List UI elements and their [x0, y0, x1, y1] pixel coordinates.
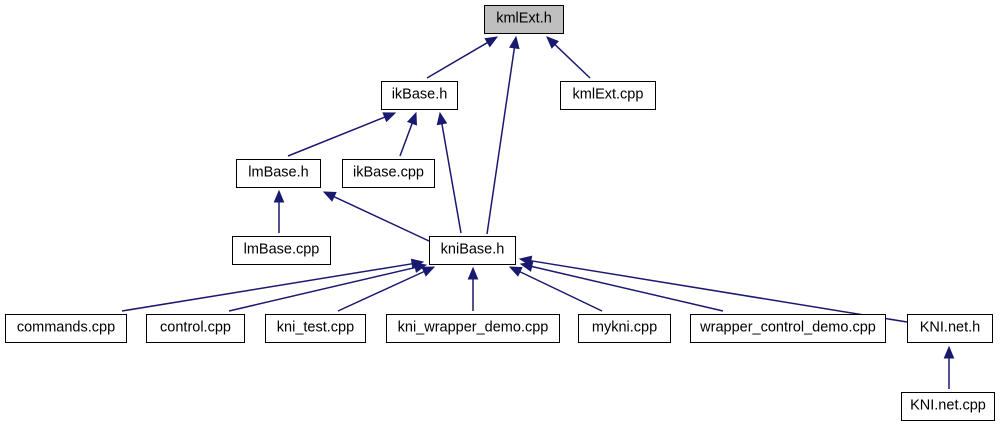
node-label: lmBase.cpp: [243, 241, 320, 258]
node-kniBase_h[interactable]: kniBase.h: [429, 236, 516, 265]
edge-ikBase_cpp-to-ikBase_h: [399, 111, 418, 157]
edge-kniBase_h-to-kmlExt_h: [486, 35, 520, 235]
node-mykni_cpp[interactable]: mykni.cpp: [578, 314, 671, 343]
node-label: control.cpp: [160, 319, 231, 336]
node-label: KNI.net.cpp: [910, 397, 986, 414]
node-label: ikBase.h: [391, 86, 448, 103]
node-kni_wrapper_demo_cpp[interactable]: kni_wrapper_demo.cpp: [386, 314, 560, 343]
node-label: commands.cpp: [16, 319, 116, 336]
node-label: kni_test.cpp: [276, 319, 355, 336]
node-KNI_net_h[interactable]: KNI.net.h: [907, 314, 993, 343]
node-label: KNI.net.h: [919, 319, 981, 336]
node-lmBase_h[interactable]: lmBase.h: [236, 159, 321, 188]
node-label: kmlExt.h: [496, 10, 552, 27]
edge-KNI_net_h-to-kniBase_h: [518, 255, 908, 323]
node-label: ikBase.cpp: [353, 164, 424, 181]
edge-wrapper_control_demo_cpp-to-kniBase_h: [519, 261, 724, 312]
node-kmlExt_h[interactable]: kmlExt.h: [484, 5, 564, 34]
node-label: lmBase.h: [248, 164, 309, 181]
node-kmlExt_cpp[interactable]: kmlExt.cpp: [560, 81, 656, 110]
node-KNI_net_cpp[interactable]: KNI.net.cpp: [901, 392, 995, 421]
node-label: kmlExt.cpp: [572, 86, 644, 103]
node-lmBase_cpp[interactable]: lmBase.cpp: [232, 236, 331, 265]
edge-kni_wrapper_demo_cpp-to-kniBase_h: [467, 266, 479, 311]
node-label: mykni.cpp: [591, 319, 658, 336]
edge-commands_cpp-to-kniBase_h: [121, 258, 425, 312]
node-ikBase_cpp[interactable]: ikBase.cpp: [342, 159, 435, 188]
edge-lmBase_h-to-ikBase_h: [287, 112, 397, 157]
node-ikBase_h[interactable]: ikBase.h: [381, 81, 458, 110]
node-label: kni_wrapper_demo.cpp: [397, 319, 549, 336]
node-label: kniBase.h: [440, 241, 505, 258]
edge-kni_test_cpp-to-kniBase_h: [337, 266, 436, 312]
edge-kniBase_h-to-ikBase_h: [436, 111, 462, 234]
node-wrapper_control_demo_cpp[interactable]: wrapper_control_demo.cpp: [690, 314, 886, 343]
node-kni_test_cpp[interactable]: kni_test.cpp: [265, 314, 366, 343]
edge-KNI_net_cpp-to-KNI_net_h: [943, 345, 955, 389]
edge-mykni_cpp-to-kniBase_h: [508, 266, 603, 312]
edge-kniBase_h-to-lmBase_h: [322, 191, 430, 242]
edge-kmlExt_cpp-to-kmlExt_h: [546, 36, 591, 79]
node-commands_cpp[interactable]: commands.cpp: [5, 314, 127, 343]
edge-ikBase_h-to-kmlExt_h: [426, 36, 499, 79]
node-label: wrapper_control_demo.cpp: [700, 319, 876, 336]
edge-lmBase_cpp-to-lmBase_h: [273, 189, 285, 233]
node-control_cpp[interactable]: control.cpp: [146, 314, 245, 343]
edge-control_cpp-to-kniBase_h: [228, 262, 428, 312]
